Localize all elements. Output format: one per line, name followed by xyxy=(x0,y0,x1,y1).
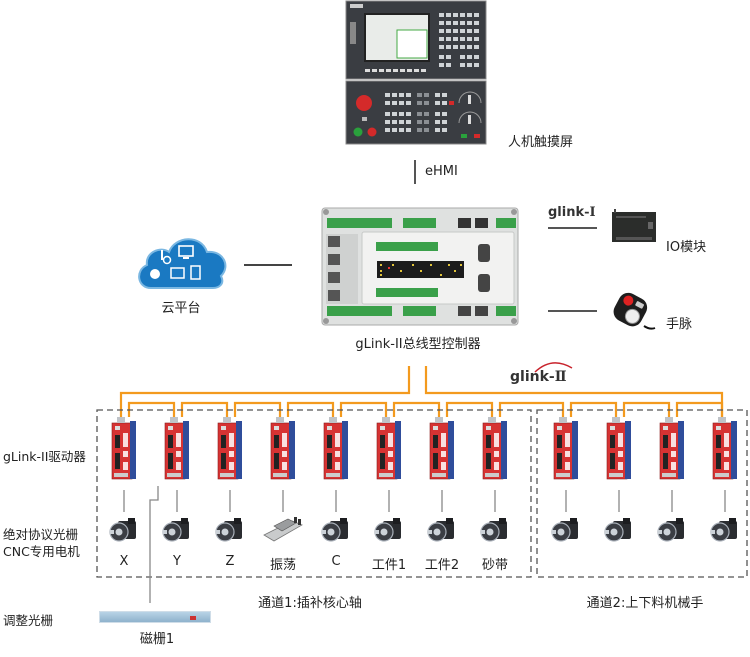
servo-drive xyxy=(712,417,737,480)
bus-brand-logo: glink-Ⅱ xyxy=(510,369,567,385)
servo-motor-icon xyxy=(551,518,578,542)
servo-drive xyxy=(164,417,189,480)
scale-row-label: 调整光栅 xyxy=(3,613,54,628)
axis-label: 砂带 xyxy=(481,558,509,573)
servo-motor-icon xyxy=(162,518,189,542)
servo-motor-icon xyxy=(657,518,684,542)
servo-drive xyxy=(482,417,507,480)
controller-label: gLink-II总线型控制器 xyxy=(355,337,481,352)
servo-motor-icon xyxy=(109,518,136,542)
servo-motor-icon xyxy=(427,518,454,542)
servo-motor-icon xyxy=(604,518,631,542)
axis-label: C xyxy=(331,554,341,569)
servo-drive xyxy=(659,417,684,480)
io-connector-line xyxy=(548,227,597,229)
glink-ii-logo-arc xyxy=(534,362,573,373)
scale-label: 磁栅1 xyxy=(139,632,175,647)
cloud-label: 云平台 xyxy=(161,301,201,316)
servo-drive xyxy=(553,417,578,480)
bus-brand-suffix: -Ⅱ xyxy=(548,369,567,385)
channel1-box xyxy=(96,409,532,578)
io-module-device xyxy=(610,208,660,246)
axis-label: Y xyxy=(173,554,181,569)
glink-controller xyxy=(320,204,520,329)
servo-drive xyxy=(376,417,401,480)
bus-brand-text: glink xyxy=(510,369,549,385)
channel2-label: 通道2:上下料机械手 xyxy=(586,596,704,611)
servo-motor-icon xyxy=(480,518,507,542)
ehmi-label: eHMI xyxy=(425,164,458,179)
hmi-connector-line xyxy=(414,160,416,184)
linear-stage-icon xyxy=(263,517,303,542)
axis-label: 振荡 xyxy=(269,558,297,573)
servo-motor-icon xyxy=(215,518,242,542)
channel1-label: 通道1:插补核心轴 xyxy=(258,596,362,611)
hmi-panel xyxy=(345,0,487,145)
scale-read-head xyxy=(190,616,196,620)
drives-row-label: gLink-II驱动器 xyxy=(3,449,86,464)
cloud-platform-icon xyxy=(133,232,233,292)
axis-label: 工件1 xyxy=(371,558,407,573)
handwheel-device xyxy=(608,290,658,332)
motors-row-label-line1: 绝对协议光栅 xyxy=(3,527,79,542)
handwheel-connector-line xyxy=(548,310,597,312)
motors-row-label-line2: CNC专用电机 xyxy=(3,544,80,559)
handwheel-label: 手脉 xyxy=(666,317,693,332)
io-bus-brand-suffix: -Ⅰ xyxy=(584,205,596,220)
axis-label: Z xyxy=(225,554,235,569)
servo-motor-icon xyxy=(710,518,737,542)
servo-drive xyxy=(217,417,242,480)
servo-drive xyxy=(429,417,454,480)
io-bus-brand-text: glink xyxy=(548,205,585,220)
channel2-box xyxy=(536,409,748,578)
servo-drive xyxy=(323,417,348,480)
servo-drive xyxy=(270,417,295,480)
axis-label: X xyxy=(119,554,129,569)
hmi-label: 人机触摸屏 xyxy=(508,135,574,150)
cloud-connector-line xyxy=(244,264,292,266)
servo-motor-icon xyxy=(374,518,401,542)
io-bus-brand: glink-Ⅰ xyxy=(548,205,596,220)
magnetic-scale xyxy=(99,611,211,623)
servo-drive xyxy=(606,417,631,480)
io-module-label: IO模块 xyxy=(666,240,707,255)
bus-trunk-channel1 xyxy=(119,366,411,417)
servo-drive xyxy=(111,417,136,480)
scale-connector-line xyxy=(149,486,159,603)
servo-motor-icon xyxy=(321,518,348,542)
axis-label: 工件2 xyxy=(424,558,460,573)
